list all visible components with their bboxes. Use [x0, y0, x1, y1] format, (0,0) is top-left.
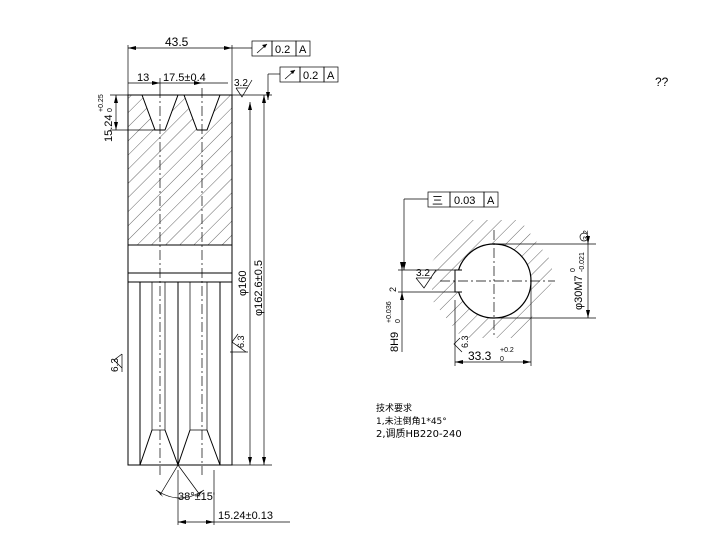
svg-text:A: A [327, 70, 335, 82]
dim-diameter-160: φ160 [237, 271, 249, 297]
svg-text:+0.036: +0.036 [386, 301, 393, 323]
roughness-bottom: 6.3 [453, 335, 470, 353]
dim-keyway-width: 8H9 [389, 332, 401, 352]
dim-total-width: 43.5 [165, 35, 189, 49]
pulley-section-view [127, 88, 233, 475]
svg-text:0.2: 0.2 [303, 70, 318, 82]
dim-keyway-depth: 33.3 [468, 349, 492, 363]
symmetry-icon: 三 [432, 194, 443, 207]
svg-text:0.2: 0.2 [275, 44, 290, 56]
svg-text:0: 0 [107, 108, 114, 112]
svg-text:+0.25: +0.25 [98, 94, 105, 112]
runout-frame-2: 0.2 A [266, 66, 339, 100]
svg-text:6.3: 6.3 [236, 335, 246, 348]
svg-text:0: 0 [570, 268, 577, 272]
notes-line-2: 2,调质HB220-240 [376, 428, 462, 440]
bore-dim: φ30M7 0 -0.021 3.2 [494, 230, 596, 319]
pulley-rim-hatch [127, 94, 233, 246]
svg-text:0: 0 [395, 319, 402, 323]
keyway-width-dim: 8H9 +0.036 0 2 [386, 262, 455, 352]
roughness-right: 6.3 [230, 333, 248, 353]
svg-text:6.3: 6.3 [460, 335, 470, 348]
svg-text:2: 2 [388, 287, 398, 292]
roughness-top: 3.2 [234, 78, 253, 98]
dim-groove-spacing: 15.24±0.13 [218, 510, 273, 522]
roughness-left: 6.3 [110, 353, 123, 372]
svg-text:3.2: 3.2 [583, 230, 590, 240]
groove-depth-dim: 15.24 +0.25 0 [98, 94, 155, 142]
roughness-circle-icon [579, 232, 589, 242]
technical-requirements: 技术要求 1,未注倒角1*45° 2,调质HB220-240 [376, 402, 462, 440]
groove-spacing-dim: 15.24±0.13 [177, 470, 290, 525]
svg-text:3.2: 3.2 [416, 268, 430, 279]
dim-groove-angle: 38°±15' [178, 491, 215, 503]
symmetry-frame: 三 0.03 A [402, 191, 499, 270]
svg-text:0.03: 0.03 [454, 195, 475, 207]
svg-text:A: A [487, 195, 495, 207]
pulley-outline [127, 94, 233, 466]
svg-text:0: 0 [500, 356, 504, 363]
keyway-roughness: 3.2 [415, 268, 437, 289]
dim-groove-pitch: 17.5±0.4 [163, 72, 206, 84]
diameter-dims: φ160 φ162.6±0.5 [232, 94, 272, 466]
hub-band [127, 244, 233, 274]
dim-diameter-162: φ162.6±0.5 [253, 260, 265, 316]
dim-groove-depth: 15.24 [103, 114, 115, 142]
notes-line-1: 1,未注倒角1*45° [376, 415, 447, 427]
keyway-depth-dim: 33.3 +0.2 0 [454, 281, 532, 366]
dim-left-offset: 13 [137, 72, 149, 84]
svg-text:-0.021: -0.021 [579, 252, 586, 272]
hub-cross-section [432, 220, 555, 338]
svg-text:6.3: 6.3 [110, 358, 121, 372]
runout-frame-1: 0.2 A [251, 40, 311, 57]
corner-mark: ?? [655, 75, 669, 89]
notes-title: 技术要求 [376, 402, 412, 414]
groove-angle-dim: 38°±15' [155, 464, 215, 503]
dim-bore: φ30M7 [573, 275, 585, 310]
svg-text:A: A [299, 44, 307, 56]
svg-text:3.2: 3.2 [234, 78, 248, 89]
svg-text:+0.2: +0.2 [500, 347, 514, 354]
top-dimensions: 43.5 13 17.5±0.4 [127, 35, 252, 95]
